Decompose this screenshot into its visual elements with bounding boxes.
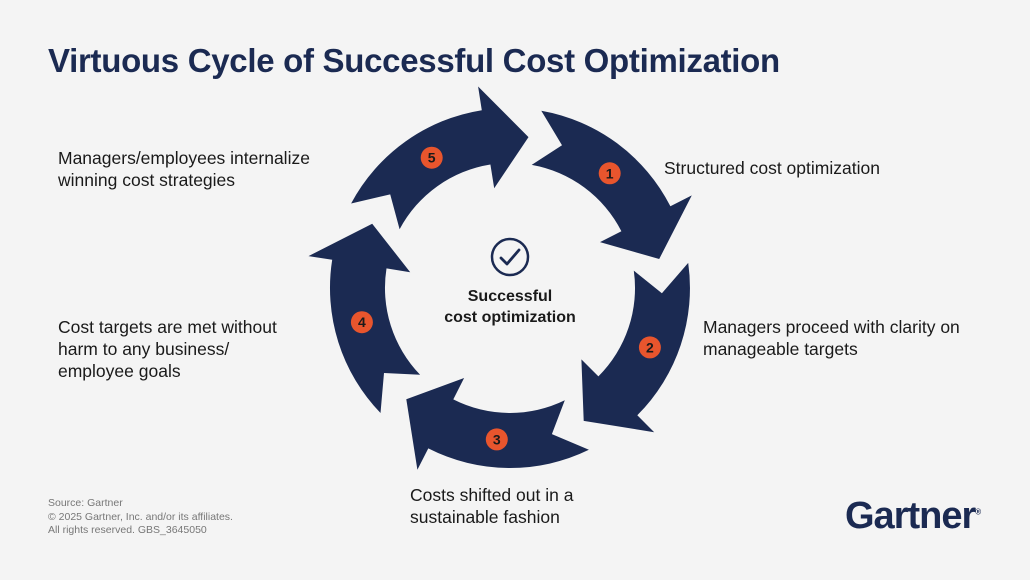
step-number-5: 5 (428, 150, 436, 166)
step-4-label: Cost targets are met without harm to any… (58, 317, 277, 381)
cycle-arrow-2 (581, 262, 690, 433)
step-number-4: 4 (358, 314, 366, 330)
step-badge-4 (350, 311, 373, 334)
step-1-label: Structured cost optimization (664, 158, 880, 178)
cycle-arrow-1 (531, 110, 692, 259)
copyright-line: © 2025 Gartner, Inc. and/or its affiliat… (48, 510, 233, 523)
logo-text: Gartner (845, 495, 976, 537)
step-number-1: 1 (606, 165, 614, 181)
rights-line: All rights reserved. GBS_3645050 (48, 524, 207, 536)
check-circle-icon (490, 237, 530, 277)
step-badge-3 (485, 428, 508, 451)
step-2-label: Managers proceed with clarity on managea… (703, 317, 960, 359)
page-title: Virtuous Cycle of Successful Cost Optimi… (48, 42, 780, 79)
step-badge-5 (420, 146, 443, 169)
center-label-line2: cost optimization (444, 309, 576, 326)
step-badge-2 (638, 336, 661, 359)
cycle-arrow-3 (406, 378, 589, 470)
step-5-label: Managers/employees internalize winning c… (58, 148, 310, 190)
step-badge-1 (598, 162, 621, 185)
source-line: Source: Gartner (48, 497, 123, 509)
step-number-2: 2 (646, 339, 654, 355)
center-label-line1: Successful (467, 288, 553, 305)
gartner-logo: Gartner® (845, 495, 982, 537)
center-label: Successful cost optimization (410, 286, 610, 328)
step-3-label: Costs shifted out in a sustainable fashi… (410, 485, 574, 527)
step-number-3: 3 (493, 431, 501, 447)
source-note: Source: Gartner © 2025 Gartner, Inc. and… (48, 497, 233, 538)
